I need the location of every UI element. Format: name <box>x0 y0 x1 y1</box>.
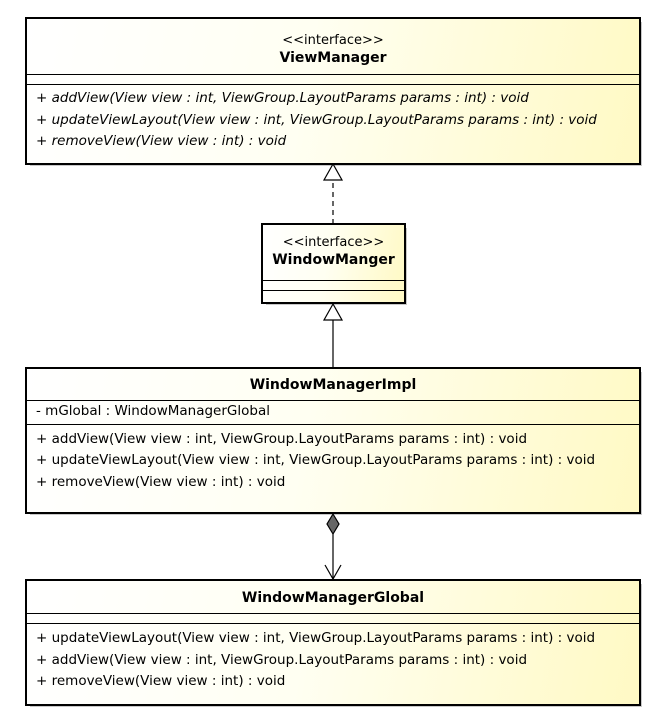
class-name: WindowManagerImpl <box>249 377 417 393</box>
operations-compartment: + addView(View view : int, ViewGroup.Lay… <box>27 425 639 494</box>
operation: + addView(View view : int, ViewGroup.Lay… <box>36 90 529 106</box>
view-manager-class: <<interface>> ViewManager + addView(View… <box>25 17 642 166</box>
window-manager-impl-class: WindowManagerImpl - mGlobal : WindowMana… <box>25 367 642 515</box>
generalization-connector <box>322 302 344 368</box>
attributes-compartment: - mGlobal : WindowManagerGlobal <box>27 401 639 425</box>
operation: + addView(View view : int, ViewGroup.Lay… <box>36 651 528 668</box>
operation: + removeView(View view : int) : void <box>36 473 286 490</box>
stereotype-label: <<interface>> <box>282 235 385 250</box>
operation: + addView(View view : int, ViewGroup.Lay… <box>36 430 528 447</box>
operations-compartment: + addView(View view : int, ViewGroup.Lay… <box>27 85 639 153</box>
operation: + updateViewLayout(View view : int, View… <box>36 452 596 468</box>
attributes-compartment <box>27 614 639 624</box>
class-name: ViewManager <box>279 50 387 66</box>
operation: + updateViewLayout(View view : int, View… <box>36 111 597 128</box>
attributes-compartment <box>27 75 639 85</box>
attributes-compartment <box>263 281 404 291</box>
stereotype-label: <<interface>> <box>282 33 384 48</box>
window-manger-header: <<interface>> WindowManger <box>263 225 404 281</box>
window-manager-global-header: WindowManagerGlobal <box>27 581 639 614</box>
class-name: WindowManger <box>272 252 395 268</box>
operation: + removeView(View view : int) : void <box>36 673 286 689</box>
operation: + removeView(View view : int) : void <box>36 133 287 149</box>
window-manger-class: <<interface>> WindowManger <box>261 223 407 305</box>
window-manager-global-class: WindowManagerGlobal + updateViewLayout(V… <box>25 579 642 707</box>
attribute: - mGlobal : WindowManagerGlobal <box>36 403 270 419</box>
window-manager-impl-header: WindowManagerImpl <box>27 369 639 401</box>
composition-connector <box>324 512 342 581</box>
class-name: WindowManagerGlobal <box>241 590 425 606</box>
realization-connector <box>322 162 344 224</box>
view-manager-header: <<interface>> ViewManager <box>27 19 639 75</box>
operations-compartment: + updateViewLayout(View view : int, View… <box>27 624 639 693</box>
operation: + updateViewLayout(View view : int, View… <box>36 630 596 646</box>
